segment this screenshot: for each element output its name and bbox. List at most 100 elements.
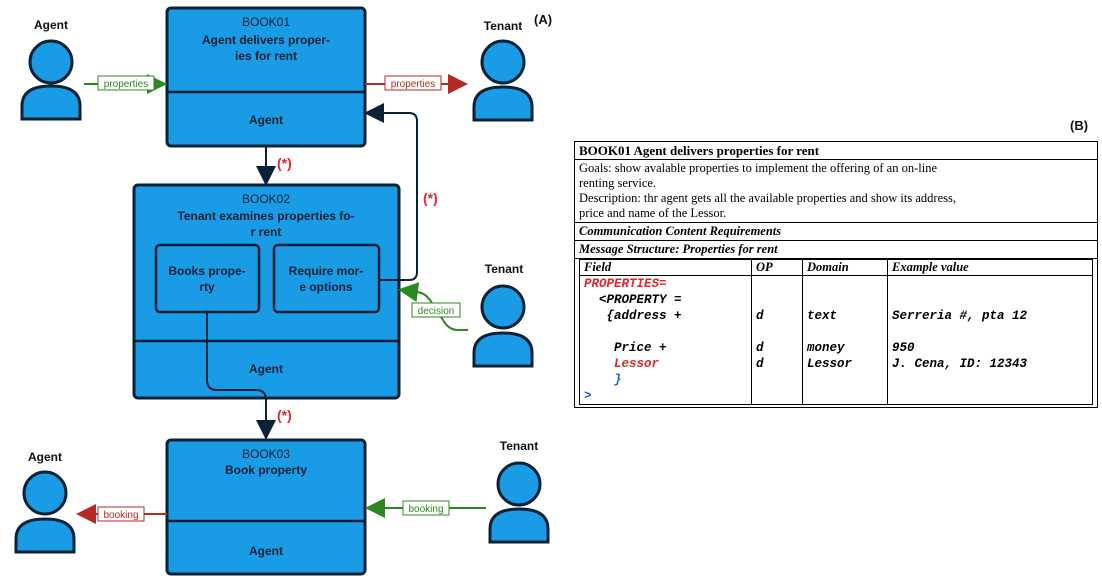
op-cell xyxy=(756,372,798,388)
person-icon xyxy=(488,461,550,544)
domain-cell: text xyxy=(807,309,838,323)
tenant-mid-label: Tenant xyxy=(485,262,523,276)
agent-bottom-actor: Agent xyxy=(14,450,76,554)
person-icon xyxy=(472,284,534,368)
example-cell xyxy=(892,388,1088,404)
decision-label: decision xyxy=(418,306,455,317)
domain-cell: Lessor xyxy=(807,357,853,371)
description-line2: price and name of the Lessor. xyxy=(579,206,727,220)
flow-diagram: (A) BOOK01 Agent delivers proper- ies fo… xyxy=(14,6,552,576)
field-cell: Lessor xyxy=(584,357,660,371)
goals-line2: renting service. xyxy=(579,176,657,190)
example-cell xyxy=(892,276,1088,292)
field-cell xyxy=(584,324,747,340)
booking-in-label: booking xyxy=(408,504,443,515)
example-cell xyxy=(892,372,1088,388)
book01-footer: Agent xyxy=(249,113,283,127)
field-cell: <PROPERTY = xyxy=(584,293,682,307)
properties-in-label: properties xyxy=(104,79,148,90)
person-icon xyxy=(14,470,76,554)
star-marker-2: (*) xyxy=(423,190,438,206)
properties-in-tag xyxy=(97,75,155,91)
op-cell xyxy=(756,276,798,292)
fields-body-row: PROPERTIES= <PROPERTY = {address + Price… xyxy=(579,275,1093,405)
book02-box: BOOK02 Tenant examines properties fo- r … xyxy=(132,183,401,400)
tenant-top-label: Tenant xyxy=(484,19,522,33)
op-cell: d xyxy=(756,357,764,371)
col-op: OP xyxy=(751,259,803,276)
col-domain: Domain xyxy=(802,259,888,276)
col-example: Example value xyxy=(887,259,1093,276)
op-cell xyxy=(756,292,798,308)
book01-code: BOOK01 xyxy=(242,15,290,29)
require-more-options-step xyxy=(272,243,381,314)
book02-title-line2: r rent xyxy=(251,225,282,239)
book02-footer: Agent xyxy=(249,362,283,376)
booking-out-label: booking xyxy=(103,510,138,521)
domain-cell: money xyxy=(807,341,845,355)
tenant-bottom-actor: Tenant xyxy=(488,439,550,544)
tenant-mid-actor: Tenant xyxy=(472,262,534,368)
agent-top-label: Agent xyxy=(34,18,68,32)
require-more-line2: e options xyxy=(299,280,353,294)
requirement-spec-table: BOOK01 Agent delivers properties for ren… xyxy=(574,141,1098,408)
tenant-top-actor: Tenant xyxy=(472,19,534,122)
spec-title: BOOK01 Agent delivers properties for ren… xyxy=(575,142,1097,160)
book02-title-line1: Tenant examines properties fo- xyxy=(177,209,354,223)
book03-footer: Agent xyxy=(249,544,283,558)
example-column-cell: Serreria #, pta 12 950 J. Cena, ID: 1234… xyxy=(887,275,1093,405)
book02-code: BOOK02 xyxy=(242,192,290,206)
fields-header-row: Field OP Domain Example value xyxy=(579,259,1093,276)
op-cell xyxy=(756,388,798,404)
description-line1: Description: thr agent gets all the avai… xyxy=(579,191,956,205)
panel-a-label: (A) xyxy=(534,12,552,27)
field-cell: > xyxy=(584,389,592,403)
domain-cell xyxy=(807,276,883,292)
properties-out-label: properties xyxy=(391,79,435,90)
domain-cell xyxy=(807,372,883,388)
op-cell: d xyxy=(756,309,764,323)
book02-to-book03-arrow xyxy=(206,312,276,440)
loop-back-arrow xyxy=(364,103,418,281)
message-structure: Field OP Domain Example value PROPERTIES… xyxy=(575,259,1097,407)
spec-goals-description: Goals: show avalable properties to imple… xyxy=(575,160,1097,223)
books-property-step xyxy=(154,243,261,314)
book01-title-line1: Agent delivers proper- xyxy=(202,33,330,47)
book03-box: BOOK03 Book property Agent xyxy=(165,438,367,576)
field-cell: PROPERTIES= xyxy=(584,277,667,291)
tenant-bottom-label: Tenant xyxy=(500,439,538,453)
field-cell: {address + xyxy=(584,309,682,323)
star-marker-3: (*) xyxy=(277,407,292,423)
example-cell: J. Cena, ID: 12343 xyxy=(892,357,1028,371)
section-header: Communication Content Requirements xyxy=(575,223,1097,241)
book03-code: BOOK03 xyxy=(242,447,290,461)
panel-b-label: (B) xyxy=(1070,118,1089,133)
agent-bottom-label: Agent xyxy=(28,450,62,464)
field-column-cell: PROPERTIES= <PROPERTY = {address + Price… xyxy=(579,275,752,405)
require-more-line1: Require mor- xyxy=(289,264,364,278)
agent-top-actor: Agent xyxy=(20,18,82,121)
book03-title: Book property xyxy=(225,463,307,477)
properties-out-tag xyxy=(384,75,442,91)
field-cell: } xyxy=(584,373,622,387)
book01-title-line2: ies for rent xyxy=(235,49,297,63)
domain-cell xyxy=(807,324,883,340)
fields-table: Field OP Domain Example value PROPERTIES… xyxy=(579,259,1093,405)
example-cell xyxy=(892,324,1088,340)
person-icon xyxy=(472,39,534,122)
example-cell xyxy=(892,292,1088,308)
col-field: Field xyxy=(579,259,752,276)
example-cell: Serreria #, pta 12 xyxy=(892,309,1028,323)
book01-box: BOOK01 Agent delivers proper- ies for re… xyxy=(165,6,367,148)
op-cell xyxy=(756,324,798,340)
message-header: Message Structure: Properties for rent xyxy=(575,241,1097,259)
domain-cell xyxy=(807,292,883,308)
books-property-line1: Books prope- xyxy=(168,264,245,278)
booking-out-tag xyxy=(97,506,145,522)
decision-tag xyxy=(411,302,461,318)
booking-in-tag xyxy=(402,500,450,516)
field-cell: Price + xyxy=(584,341,667,355)
goals-line1: Goals: show avalable properties to imple… xyxy=(579,161,938,175)
books-property-line2: rty xyxy=(199,280,215,294)
example-cell: 950 xyxy=(892,341,915,355)
